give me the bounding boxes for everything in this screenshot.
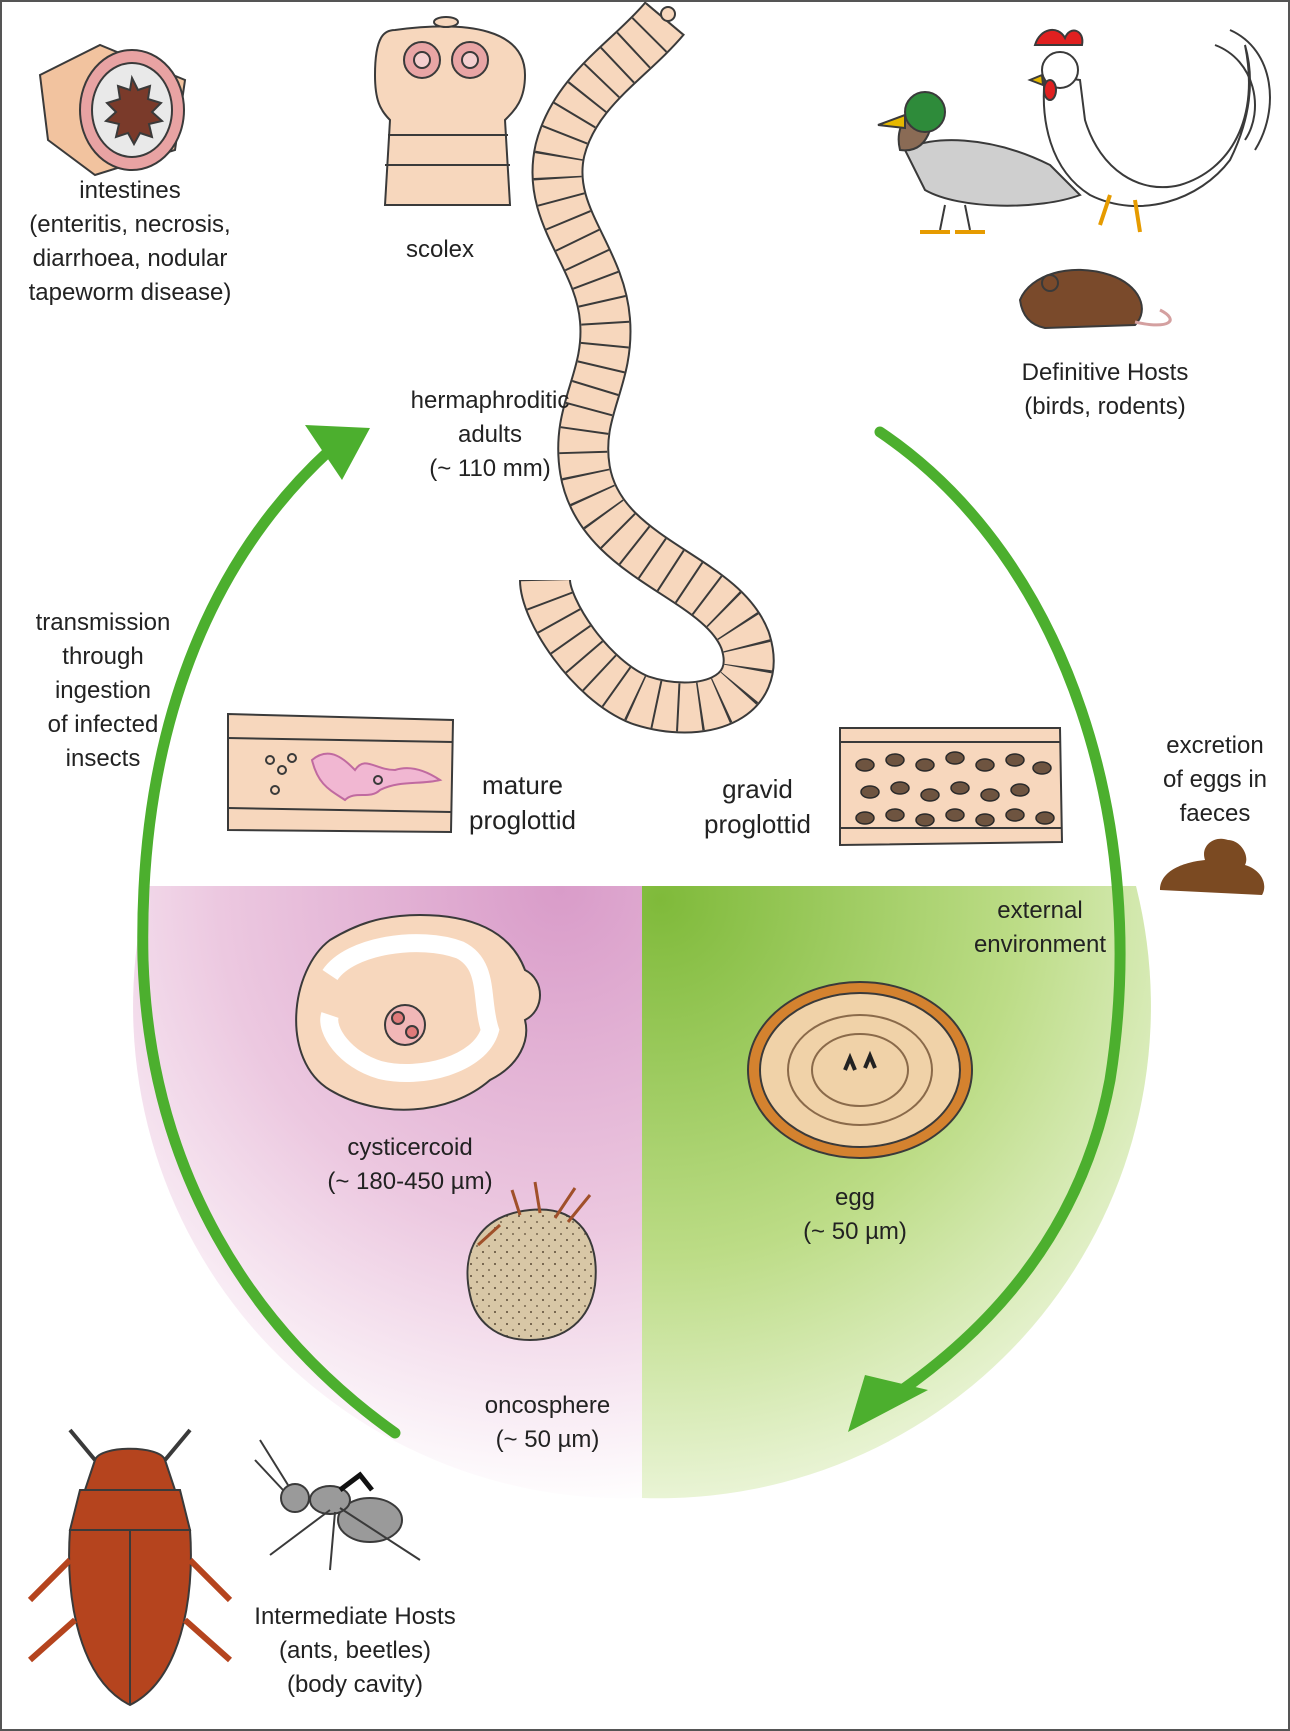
oncosphere-label: oncosphere (~ 50 µm) — [460, 1389, 635, 1457]
gravid-line-1: gravid — [685, 772, 830, 807]
scolex-line-1: scolex — [380, 233, 500, 267]
transmission-line-5: insects — [18, 742, 188, 776]
egg-line-2: (~ 50 µm) — [770, 1215, 940, 1249]
intestines-line-4: tapeworm disease) — [20, 276, 240, 310]
transmission-label: transmission through ingestion of infect… — [18, 606, 188, 776]
adults-label: hermaphroditic adults (~ 110 mm) — [370, 384, 610, 486]
excretion-line-2: of eggs in — [1140, 763, 1290, 797]
ant-icon — [255, 1440, 420, 1570]
oncosphere-line-2: (~ 50 µm) — [460, 1423, 635, 1457]
excretion-label: excretion of eggs in faeces — [1140, 729, 1290, 831]
intermediate-line-2: (ants, beetles) — [235, 1634, 475, 1668]
transmission-line-3: ingestion — [18, 674, 188, 708]
intermediate-hosts-label: Intermediate Hosts (ants, beetles) (body… — [235, 1600, 475, 1702]
egg-line-1: egg — [770, 1181, 940, 1215]
external-environment-label: external environment — [955, 894, 1125, 962]
gravid-proglottid-label: gravid proglottid — [685, 772, 830, 842]
intestines-line-1: intestines — [20, 174, 240, 208]
intestines-line-2: (enteritis, necrosis, — [20, 208, 240, 242]
excretion-line-1: excretion — [1140, 729, 1290, 763]
tapeworm-icon — [545, 7, 749, 708]
intermediate-line-1: Intermediate Hosts — [235, 1600, 475, 1634]
faeces-icon — [1160, 839, 1264, 895]
adults-line-1: hermaphroditic — [370, 384, 610, 418]
mature-line-1: mature — [455, 768, 590, 803]
external-line-2: environment — [955, 928, 1125, 962]
definitive-line-1: Definitive Hosts — [985, 356, 1225, 390]
gravid-line-2: proglottid — [685, 807, 830, 842]
excretion-line-3: faeces — [1140, 797, 1290, 831]
mature-proglottid-label: mature proglottid — [455, 768, 590, 838]
intestines-label: intestines (enteritis, necrosis, diarrho… — [20, 174, 240, 310]
adults-line-2: adults — [370, 418, 610, 452]
cysticercoid-line-1: cysticercoid — [300, 1131, 520, 1165]
intermediate-line-3: (body cavity) — [235, 1668, 475, 1702]
adults-line-3: (~ 110 mm) — [370, 452, 610, 486]
gravid-proglottid-icon — [840, 728, 1062, 845]
cysticercoid-label: cysticercoid (~ 180-450 µm) — [300, 1131, 520, 1199]
transmission-line-4: of infected — [18, 708, 188, 742]
egg-icon — [748, 982, 972, 1158]
mature-proglottid-icon — [228, 714, 453, 832]
egg-label: egg (~ 50 µm) — [770, 1181, 940, 1249]
oncosphere-line-1: oncosphere — [460, 1389, 635, 1423]
intestines-line-3: diarrhoea, nodular — [20, 242, 240, 276]
transmission-line-1: transmission — [18, 606, 188, 640]
definitive-hosts-label: Definitive Hosts (birds, rodents) — [985, 356, 1225, 424]
mature-line-2: proglottid — [455, 803, 590, 838]
cysticercoid-line-2: (~ 180-450 µm) — [300, 1165, 520, 1199]
intestine-cross-section-icon — [40, 45, 185, 175]
scolex-icon — [375, 17, 525, 205]
external-line-1: external — [955, 894, 1125, 928]
rat-icon — [1020, 270, 1170, 328]
beetle-icon — [30, 1430, 230, 1705]
definitive-line-2: (birds, rodents) — [985, 390, 1225, 424]
scolex-label: scolex — [380, 233, 500, 267]
transmission-line-2: through — [18, 640, 188, 674]
rooster-icon — [1030, 30, 1270, 232]
